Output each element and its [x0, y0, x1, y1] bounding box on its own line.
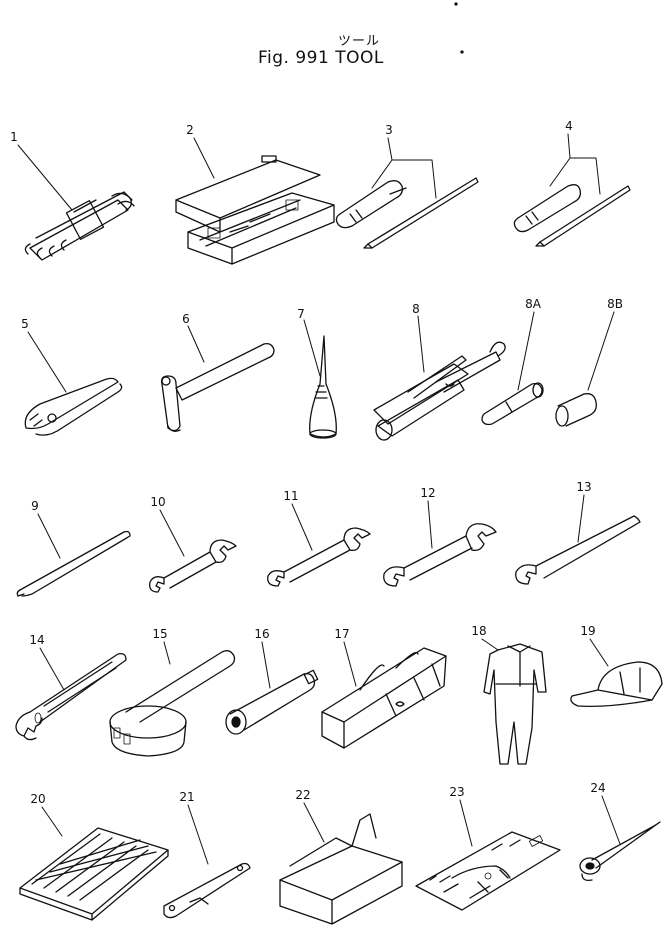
label-2: 2 [186, 123, 194, 137]
hammer-icon [160, 325, 275, 432]
manual-sheet-icon [415, 799, 561, 911]
label-19: 19 [580, 624, 596, 638]
label-7: 7 [297, 307, 305, 321]
label-17: 17 [334, 627, 350, 641]
label-16: 16 [254, 627, 270, 641]
label-11: 11 [283, 489, 299, 503]
label-8a: 8A [525, 297, 541, 311]
label-12: 12 [420, 486, 436, 500]
ratchet-wrench-icon [579, 795, 661, 882]
oil-can-icon [303, 319, 337, 439]
label-8: 8 [412, 302, 420, 316]
tool-box-icon [175, 137, 335, 265]
nozzle-icon [481, 311, 544, 426]
label-4: 4 [565, 119, 573, 133]
label-15: 15 [152, 627, 168, 641]
label-24: 24 [590, 781, 606, 795]
pliers-icon [24, 331, 123, 436]
screwdriver-icon [513, 133, 631, 247]
label-20: 20 [30, 792, 46, 806]
figure-title: Fig. 991 TOOL [258, 48, 384, 68]
adjustable-wrench-icon [15, 647, 127, 741]
parts-book-icon [19, 806, 169, 921]
label-13: 13 [576, 480, 592, 494]
label-18: 18 [471, 624, 487, 638]
tool-bag-icon [321, 641, 447, 749]
label-21: 21 [179, 790, 195, 804]
label-6: 6 [182, 312, 190, 326]
label-1: 1 [10, 130, 18, 144]
carton-box-icon [279, 802, 403, 925]
figure-title-japanese: ツール [338, 34, 381, 49]
label-3: 3 [385, 123, 393, 137]
long-spanner-icon [515, 494, 641, 585]
label-23: 23 [449, 785, 465, 799]
label-10: 10 [150, 495, 166, 509]
label-22: 22 [295, 788, 311, 802]
label-9: 9 [31, 499, 39, 513]
cap-icon [570, 638, 663, 708]
label-14: 14 [29, 633, 45, 647]
pry-bar-icon [16, 513, 131, 597]
extension-bar-icon [225, 641, 319, 735]
filter-wrench-icon [109, 641, 236, 757]
label-5: 5 [21, 317, 29, 331]
grease-gun-icon [373, 315, 506, 441]
spanner-icon [267, 503, 371, 587]
spanner-icon [383, 500, 497, 587]
spanner-icon [149, 509, 237, 593]
label-8b: 8B [607, 297, 623, 311]
wrench-set-icon [17, 144, 135, 261]
gauge-plate-icon [163, 804, 251, 919]
adapter-sleeve-icon [555, 311, 615, 427]
screwdriver-icon [335, 137, 479, 249]
coverall-icon [481, 638, 547, 765]
